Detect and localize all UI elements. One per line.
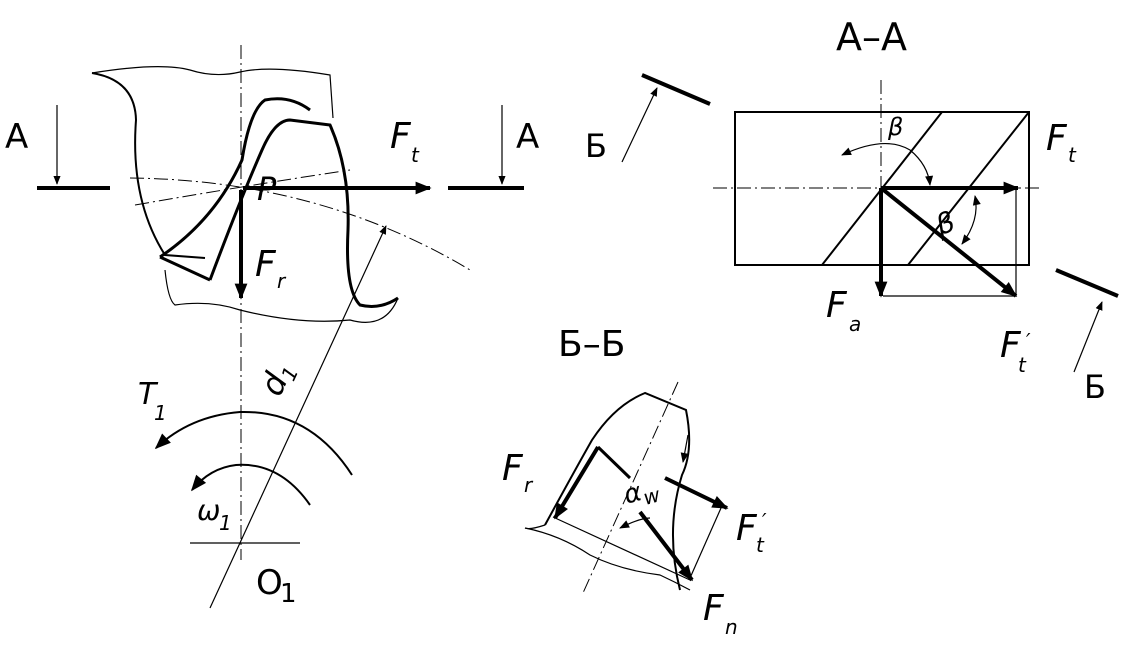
- bb-arrow-bottom: [1073, 301, 1103, 373]
- label-bb-ftp-sub: t: [756, 533, 765, 557]
- tooth-profile-a: [159, 97, 311, 259]
- label-bb-ftp: F: [736, 508, 758, 549]
- tooth-profile-b: [208, 118, 399, 308]
- label-aa-ftp: F: [1000, 325, 1022, 366]
- bb-mark-bottom: [1055, 268, 1119, 298]
- bb-connector: [596, 445, 632, 480]
- label-aa-ftp-prime: ′: [1026, 329, 1031, 353]
- bb-arrow-top: [621, 87, 658, 163]
- label-center: O: [256, 563, 283, 603]
- bb-proj-2: [689, 507, 722, 579]
- label-bb-alpha-sub: w: [641, 482, 664, 510]
- view-bb: Б–Б F r α w F t ′ F n: [502, 324, 767, 639]
- diameter-line: [209, 225, 387, 609]
- label-aa-fa-sub: a: [849, 312, 861, 336]
- label-section-a-right: A: [516, 117, 539, 157]
- bb-tooth-outline: [544, 391, 691, 591]
- bb-proj-1: [552, 516, 691, 581]
- beta-right-arc: [961, 195, 981, 245]
- view-bb-title: Б–Б: [558, 324, 625, 365]
- label-aa-ftp-sub: t: [1018, 353, 1027, 377]
- label-omega-sub: 1: [219, 511, 232, 535]
- label-aa-ft-sub: t: [1068, 143, 1077, 167]
- bb-fn-arrow: [638, 510, 694, 582]
- label-aa-ft: F: [1046, 118, 1068, 159]
- label-bb-fr: F: [502, 448, 524, 489]
- label-ft-main: F: [390, 116, 412, 157]
- label-section-a-left: A: [5, 117, 28, 157]
- bb-alpha-arc: [619, 517, 651, 529]
- label-pitch-point: P: [257, 170, 277, 208]
- bb-alpha-tick: [680, 434, 689, 463]
- label-torque: T: [138, 377, 159, 412]
- omega-arc: [190, 463, 311, 506]
- tooth-left-flank: [91, 72, 206, 259]
- left-gear-view: A A F t P F r d 1 T 1 ω 1 O 1: [5, 45, 539, 609]
- label-aa-fa: F: [826, 285, 848, 326]
- label-fr-main: F: [255, 244, 277, 285]
- label-ft-main-sub: t: [411, 143, 420, 167]
- label-center-sub: 1: [280, 579, 297, 609]
- bb-ftp-arrow: [664, 476, 729, 510]
- tooth-break-bottom: [164, 269, 399, 323]
- label-bb-alpha: α: [621, 477, 645, 510]
- pitch-circle: [129, 177, 471, 271]
- label-bb-fn: F: [703, 588, 725, 629]
- beta-top-arc: [841, 142, 934, 186]
- aa-ftp-arrow: [879, 186, 1018, 298]
- tooth-profile-c: [159, 255, 211, 282]
- label-bb-fn-sub: n: [725, 615, 738, 639]
- label-bb-ftp-prime: ′: [762, 509, 767, 533]
- label-beta-top: β: [887, 113, 903, 141]
- label-section-b-left: Б: [585, 127, 607, 165]
- bb-break-left: [524, 524, 546, 530]
- bb-fr-arrow: [553, 445, 600, 520]
- label-fr-main-sub: r: [277, 269, 287, 293]
- label-omega: ω: [197, 494, 220, 527]
- label-torque-sub: 1: [154, 401, 167, 425]
- torque-arc: [154, 410, 353, 476]
- pitch-circle-2: [134, 169, 351, 206]
- bb-mark-top: [641, 73, 711, 106]
- tooth-break-top: [91, 66, 334, 119]
- bb-break-line: [524, 527, 691, 591]
- view-aa: A–A β β F t F a F t ′ Б Б: [585, 15, 1119, 406]
- bb-axis: [582, 381, 679, 594]
- label-bb-fr-sub: r: [524, 473, 534, 497]
- view-aa-title: A–A: [836, 15, 907, 59]
- label-section-b-right: Б: [1084, 368, 1106, 406]
- label-beta-right: β: [930, 205, 959, 243]
